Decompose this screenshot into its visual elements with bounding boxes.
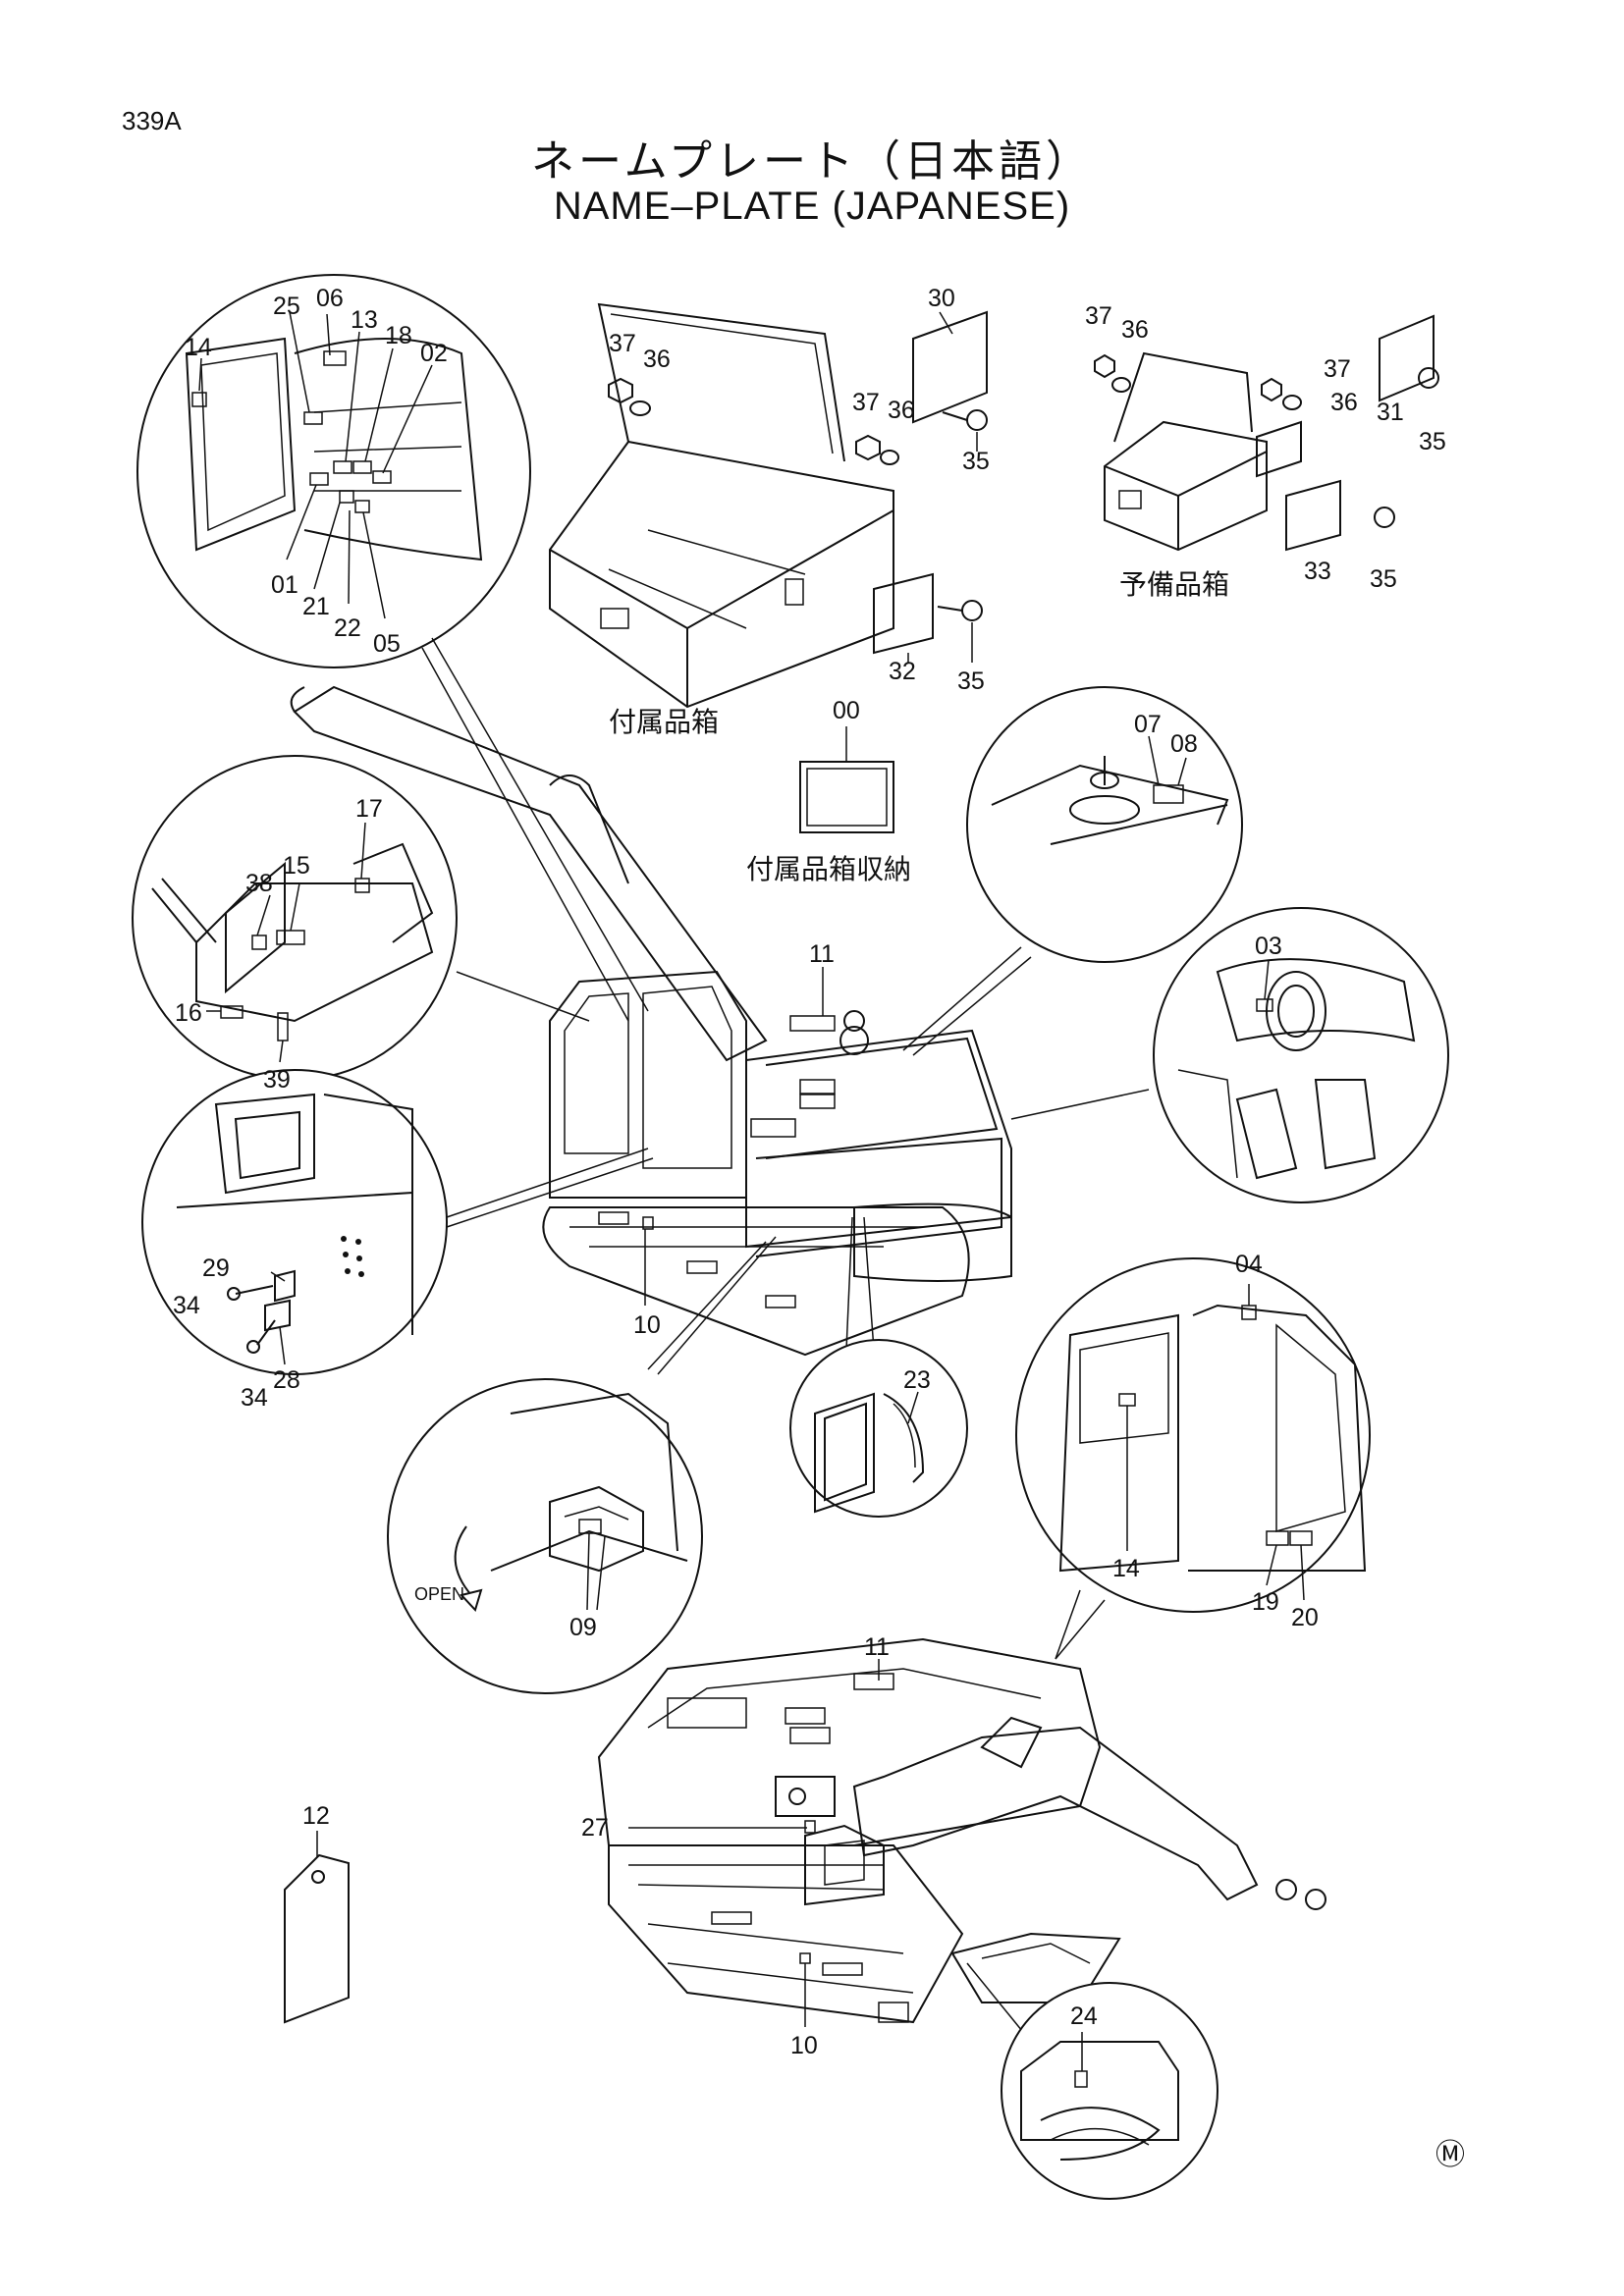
callout-36: 36 [1330,389,1358,416]
m-mark: Ⓜ [1435,2138,1465,2172]
detail-circle-23 [789,1339,968,1518]
detail-circle-side-panel [141,1069,654,1375]
callout-29: 29 [202,1255,230,1282]
callout-13: 13 [351,306,378,334]
caption-open: OPEN [414,1584,464,1604]
title-japanese: ネームプレート（日本語） [530,136,1094,187]
callout-35: 35 [962,448,990,475]
callout-36: 36 [1121,316,1149,344]
callout-14: 14 [185,334,212,361]
callout-36: 36 [643,346,671,373]
caption-toolbox-storage: 付属品箱収納 [746,853,911,885]
callout-11: 11 [809,940,835,968]
detail-circle-09-open [387,1378,703,1694]
callout-31: 31 [1377,399,1404,426]
callout-02: 02 [420,340,448,367]
callout-19: 19 [1252,1588,1279,1616]
caption-spare-parts-box: 予備品箱 [1119,568,1229,601]
callout-20: 20 [1291,1604,1319,1631]
callout-10: 10 [790,2032,818,2059]
callout-14: 14 [1112,1555,1140,1582]
callout-04: 04 [1235,1251,1263,1278]
toolbox-drawing [549,302,988,709]
excavator-rear-view [597,1637,1326,2043]
callout-09: 09 [569,1614,597,1641]
callout-35: 35 [1370,565,1397,593]
callout-38: 38 [245,870,273,897]
callout-21: 21 [302,593,330,620]
callout-34: 34 [173,1292,200,1319]
callout-18: 18 [385,322,412,349]
callout-37: 37 [852,389,880,416]
callout-22: 22 [334,614,361,642]
callout-35: 35 [1419,428,1446,455]
caption-toolbox: 付属品箱 [609,706,719,738]
callout-28: 28 [273,1366,300,1394]
callout-15: 15 [283,852,310,880]
callout-30: 30 [928,285,955,312]
callout-16: 16 [175,999,202,1027]
callout-08: 08 [1170,730,1198,758]
callout-05: 05 [373,630,401,658]
callout-24: 24 [1070,2002,1098,2030]
callout-37: 37 [1085,302,1112,330]
detail-circle-controls [132,755,590,1081]
title-english: NAME–PLATE (JAPANESE) [553,185,1071,228]
callout-35: 35 [957,667,985,695]
callout-32: 32 [889,658,916,685]
item-12-tag [284,1831,350,2024]
callout-23: 23 [903,1366,931,1394]
detail-circle-cab-interior [136,274,649,1022]
callout-10: 10 [633,1311,661,1339]
page-code: 339A [122,106,182,135]
callout-07: 07 [1134,711,1162,738]
callout-11: 11 [864,1633,890,1661]
callout-06: 06 [316,285,344,312]
detail-circle-cab-door [1015,1257,1371,1660]
callout-00: 00 [833,697,860,724]
callout-33: 33 [1304,558,1331,585]
detail-circle-24 [1001,1982,1218,2200]
detail-circle-07-08 [966,686,1243,963]
callout-37: 37 [609,330,636,357]
item-00-plate [799,726,894,833]
callout-03: 03 [1255,933,1282,960]
callout-01: 01 [271,571,298,599]
callout-12: 12 [302,1802,330,1830]
callout-27: 27 [581,1814,609,1842]
spare-parts-box-drawing [1094,314,1439,552]
detail-circle-engine [1153,907,1449,1203]
callout-25: 25 [273,293,300,320]
callout-17: 17 [355,795,383,823]
callout-36: 36 [888,397,915,424]
excavator-side-view [290,685,1150,1375]
callout-39: 39 [263,1066,291,1094]
callout-34: 34 [241,1384,268,1412]
callout-37: 37 [1324,355,1351,383]
